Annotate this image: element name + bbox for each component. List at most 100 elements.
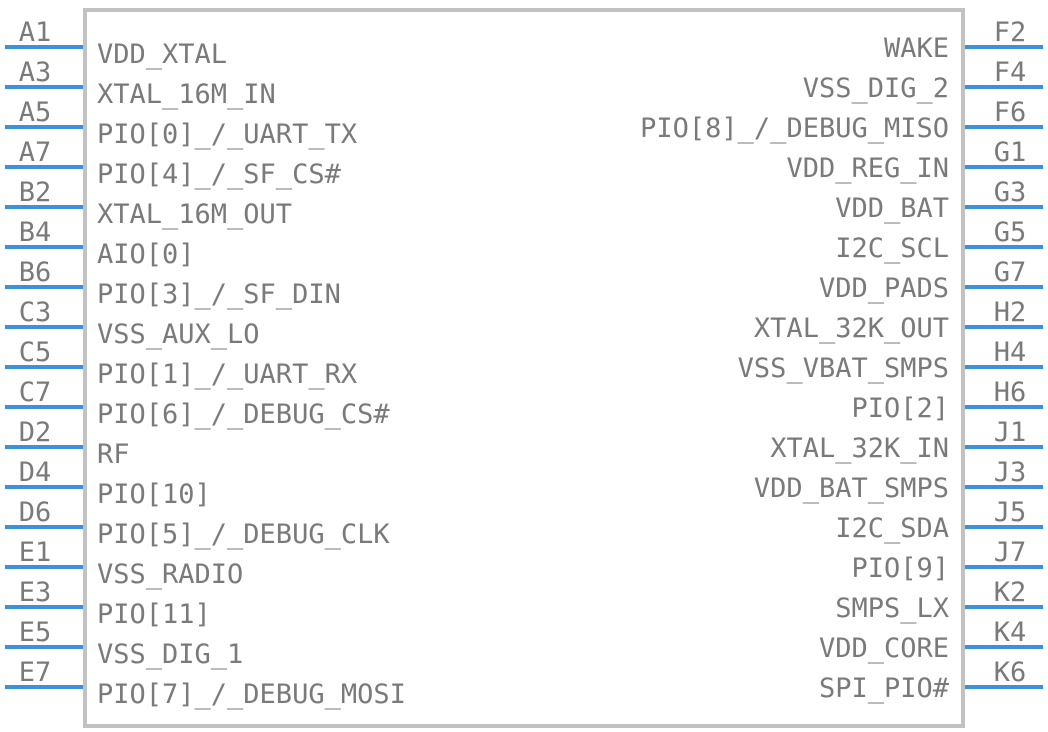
pin-name: VDD_BAT_SMPS: [754, 473, 949, 504]
pin-name: VDD_REG_IN: [786, 153, 949, 184]
pin-number: G5: [994, 217, 1027, 248]
pin-name: VSS_DIG_1: [97, 639, 243, 670]
pin-name: PIO[1]_/_UART_RX: [97, 359, 357, 390]
component-body: [83, 8, 965, 728]
pin-name: VSS_RADIO: [97, 559, 243, 590]
pin-number: H2: [994, 297, 1027, 328]
pin-number: A7: [19, 137, 52, 168]
pin-name: PIO[6]_/_DEBUG_CS#: [97, 399, 390, 430]
pin-name: RF: [97, 439, 130, 470]
pin-name: XTAL_16M_IN: [97, 79, 276, 110]
pin-number: F2: [994, 17, 1027, 48]
pin-name: VDD_XTAL: [97, 39, 227, 70]
pin-name: PIO[4]_/_SF_CS#: [97, 159, 342, 190]
pin-number: E1: [19, 537, 52, 568]
pin-number: K6: [994, 657, 1027, 688]
pin-name: SPI_PIO#: [819, 673, 950, 704]
pin-number: A5: [19, 97, 52, 128]
pin-name: VSS_DIG_2: [803, 73, 949, 104]
pin-number: H4: [994, 337, 1027, 368]
pin-name: PIO[9]: [851, 553, 949, 584]
pin-name: PIO[10]: [97, 479, 211, 510]
pin-name: PIO[2]: [851, 393, 949, 424]
pin-name: VDD_CORE: [819, 633, 949, 664]
pin-number: D2: [19, 417, 52, 448]
left-pin-group: A1VDD_XTALA3XTAL_16M_INA5PIO[0]_/_UART_T…: [5, 17, 406, 710]
pin-number: C7: [19, 377, 52, 408]
pin-number: E7: [19, 657, 52, 688]
pin-name: PIO[8]_/_DEBUG_MISO: [640, 113, 949, 144]
pin-number: K4: [994, 617, 1027, 648]
pin-name: WAKE: [884, 33, 949, 64]
pin-number: A3: [19, 57, 52, 88]
pin-name: VSS_VBAT_SMPS: [738, 353, 949, 384]
pin-name: VDD_BAT: [835, 193, 949, 224]
pin-name: PIO[0]_/_UART_TX: [97, 119, 357, 150]
pin-number: B2: [19, 177, 52, 208]
pin-name: XTAL_16M_OUT: [97, 199, 292, 230]
pin-number: F4: [994, 57, 1027, 88]
pin-name: I2C_SDA: [835, 513, 949, 544]
pin-name: PIO[7]_/_DEBUG_MOSI: [97, 679, 406, 710]
pin-number: J1: [994, 417, 1027, 448]
pin-number: H6: [994, 377, 1027, 408]
pin-name: SMPS_LX: [835, 593, 949, 624]
pin-number: J3: [994, 457, 1027, 488]
pin-number: B6: [19, 257, 52, 288]
pin-number: J5: [994, 497, 1027, 528]
pin-number: G3: [994, 177, 1027, 208]
pin-number: C5: [19, 337, 52, 368]
pin-name: XTAL_32K_IN: [770, 433, 949, 464]
pin-name: AIO[0]: [97, 239, 195, 270]
pin-name: XTAL_32K_OUT: [754, 313, 949, 344]
pin-number: D4: [19, 457, 52, 488]
pin-number: G1: [994, 137, 1027, 168]
pin-name: PIO[3]_/_SF_DIN: [97, 279, 341, 310]
pin-number: B4: [19, 217, 52, 248]
pin-name: I2C_SCL: [835, 233, 949, 264]
pin-number: D6: [19, 497, 52, 528]
pin-number: E5: [19, 617, 52, 648]
pin-name: PIO[11]: [97, 599, 211, 630]
pin-number: A1: [19, 17, 52, 48]
pin-number: E3: [19, 577, 52, 608]
pin-number: G7: [994, 257, 1027, 288]
pin-name: VSS_AUX_LO: [97, 319, 260, 350]
right-pin-group: F2WAKEF4VSS_DIG_2F6PIO[8]_/_DEBUG_MISOG1…: [640, 17, 1043, 704]
pin-name: VDD_PADS: [819, 273, 949, 304]
pin-number: C3: [19, 297, 52, 328]
